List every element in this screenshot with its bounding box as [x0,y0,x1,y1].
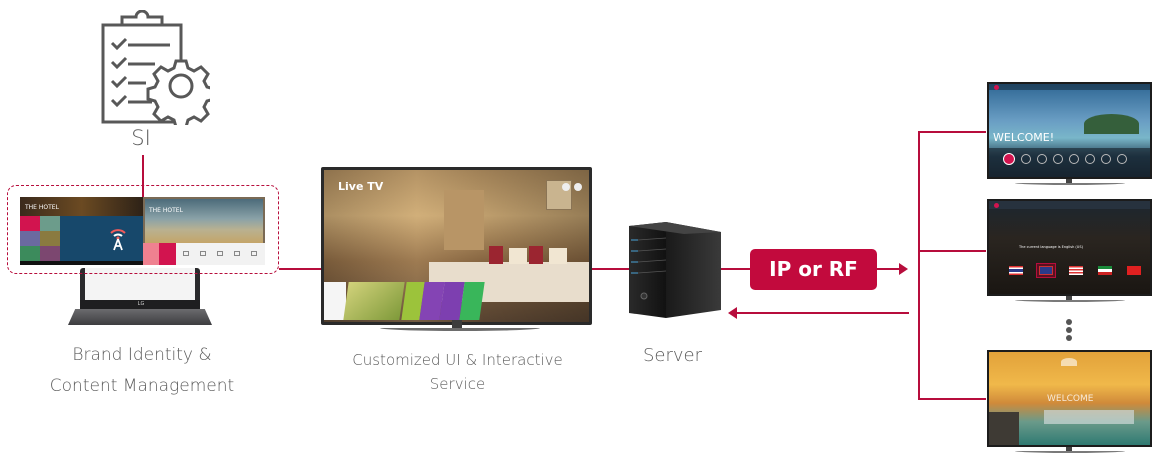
broadcast-antenna-icon [110,229,126,251]
connector-client-3 [918,398,986,400]
tv-main-control-icon [562,183,570,191]
connector-transport-out [877,268,899,270]
connector-brand-tv [279,268,321,270]
laptop-keyboard [68,309,212,325]
customized-ui-tv: Live TV [321,167,592,325]
tv-main-stand [380,325,540,331]
flag-malay [1069,266,1083,275]
brand-label-line1: Brand Identity & [72,345,212,365]
flag-english [1039,266,1053,275]
connector-return [736,312,909,314]
client-2-title: The current language is English (US) [1019,245,1083,249]
server-label: Server [642,345,703,366]
brand-label-line2: Content Management [49,376,235,396]
flag-thai [1009,266,1023,275]
more-dot-2 [1066,327,1072,333]
brand-screen-right: THE HOTEL [143,197,265,265]
connector-si-brand [142,155,144,225]
brand-screen-right-title: THE HOTEL [149,207,183,214]
tv-main-title: Live TV [338,180,384,193]
brand-screen-left: THE HOTEL [20,197,143,265]
tv-main-neck [452,320,462,328]
client-bus [918,131,920,399]
flag-turkey [1127,266,1141,275]
tv-main-settings-icon [574,183,582,191]
client-tv-2: The current language is English (US) [987,199,1152,296]
client-tv-3: WELCOME [987,350,1152,447]
launcher-home [324,282,346,320]
lg-logo-icon [994,85,999,90]
client-tv-1: WELCOME! [987,82,1152,179]
brand-content-group [7,185,279,274]
connector-tv-server [592,268,632,270]
flag-kuwait [1098,266,1112,275]
server-icon [629,222,721,318]
si-label: SI [131,126,151,150]
custom-ui-label-line2: Service [429,375,486,393]
client-tv-2-stand [1015,298,1125,302]
tv-main-screen: Live TV [324,170,589,322]
arrow-right-icon [899,263,908,275]
more-dot-1 [1066,319,1072,325]
laptop-logo: LG [137,301,145,307]
brand-screen-left-title: THE HOTEL [25,204,59,211]
custom-ui-label-line1: Customized UI & Interactive [352,351,563,369]
laptop-bezel [80,300,200,309]
connector-client-2 [918,250,986,252]
client-tv-3-stand [1015,449,1125,453]
transport-badge: IP or RF [750,249,877,290]
launcher-input [343,282,405,320]
client-tv-1-stand [1015,181,1125,185]
client-3-title: WELCOME [1047,394,1094,404]
connector-server-transport [721,268,750,270]
client-1-title: WELCOME! [993,131,1055,144]
connector-client-1 [918,131,986,133]
clipboard-checklist-gear-icon [101,10,210,125]
arrow-left-icon [728,307,737,319]
more-dot-3 [1066,335,1072,341]
lg-logo-icon [994,203,999,208]
